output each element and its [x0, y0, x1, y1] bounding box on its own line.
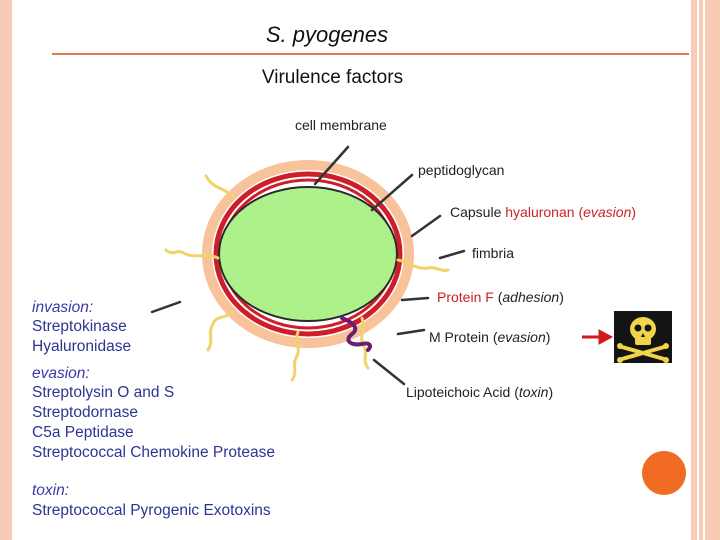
- fimbria-strand: [164, 248, 220, 260]
- right-border-stripe: [705, 0, 720, 540]
- leader-virulence-list: [150, 300, 182, 314]
- label-fimbria: fimbria: [472, 245, 515, 261]
- m-protein-strand: [340, 316, 372, 352]
- invasion-item: Streptokinase: [32, 318, 127, 335]
- evasion-item: Streptolysin O and S: [32, 384, 175, 401]
- evasion-item: Streptodornase: [32, 404, 138, 421]
- fimbria-strand: [360, 316, 370, 370]
- leader-peptidoglycan: [370, 173, 414, 212]
- slide-subtitle: Virulence factors: [261, 67, 404, 88]
- title-divider: [52, 53, 689, 55]
- right-border-stripe: [699, 0, 703, 540]
- label-cell-membrane: cell membrane: [295, 117, 387, 133]
- label-m-protein: M Protein (evasion): [429, 329, 550, 345]
- protein-f-role: adhesion: [502, 289, 560, 305]
- paren-open: (: [578, 204, 584, 220]
- paren-close: ): [548, 384, 554, 400]
- fimbria-strand: [290, 330, 300, 382]
- paren-close: ): [559, 289, 564, 305]
- evasion-item: C5a Peptidase: [32, 424, 134, 441]
- peptidoglycan-layer: [213, 171, 403, 337]
- leader-protein-f: [400, 296, 430, 302]
- lipoteichoic-role: toxin: [518, 384, 549, 400]
- fimbria-strand: [396, 258, 450, 272]
- invasion-item: Hyaluronidase: [32, 338, 132, 355]
- evasion-header: evasion:: [32, 365, 90, 382]
- capsule-role: evasion: [583, 204, 632, 220]
- paren-open: (: [514, 384, 519, 400]
- label-lipoteichoic: Lipoteichoic Acid (toxin): [406, 384, 553, 400]
- label-peptidoglycan: peptidoglycan: [418, 162, 505, 178]
- evasion-item: Streptococcal Chemokine Protease: [32, 444, 275, 461]
- slide-title: S. pyogenes: [265, 22, 389, 47]
- right-border-stripe: [691, 0, 697, 540]
- orange-circle-decoration: [642, 451, 686, 495]
- leader-fimbria: [438, 249, 466, 260]
- leader-m-protein: [396, 328, 426, 336]
- paren-open: (: [497, 289, 503, 305]
- lipoteichoic-name: Lipoteichoic Acid: [406, 384, 511, 400]
- paren-close: ): [545, 329, 551, 345]
- fimbria-strand: [206, 310, 234, 352]
- red-arrow-icon: [582, 329, 614, 345]
- toxin-item: Streptococcal Pyrogenic Exotoxins: [32, 502, 271, 519]
- label-protein-f: Protein F (adhesion): [437, 289, 564, 305]
- capsule-material: hyaluronan: [505, 204, 575, 220]
- invasion-header: invasion:: [32, 299, 94, 316]
- m-protein-name: M Protein: [429, 329, 489, 345]
- label-capsule: Capsule hyaluronan (evasion): [450, 204, 636, 220]
- leader-capsule: [410, 214, 442, 238]
- paren-close: ): [631, 204, 637, 220]
- m-protein-role: evasion: [497, 329, 546, 345]
- protein-f-name: Protein F: [437, 289, 494, 305]
- toxin-header: toxin:: [32, 482, 70, 499]
- cytoplasm: [218, 186, 398, 322]
- capsule-name: Capsule: [450, 204, 502, 220]
- fimbria-strand: [204, 174, 234, 198]
- leader-lipoteichoic: [372, 358, 406, 386]
- left-border: [0, 0, 12, 540]
- leader-cell-membrane: [313, 145, 350, 186]
- paren-open: (: [492, 329, 498, 345]
- skull-crossbones-icon: [614, 311, 672, 363]
